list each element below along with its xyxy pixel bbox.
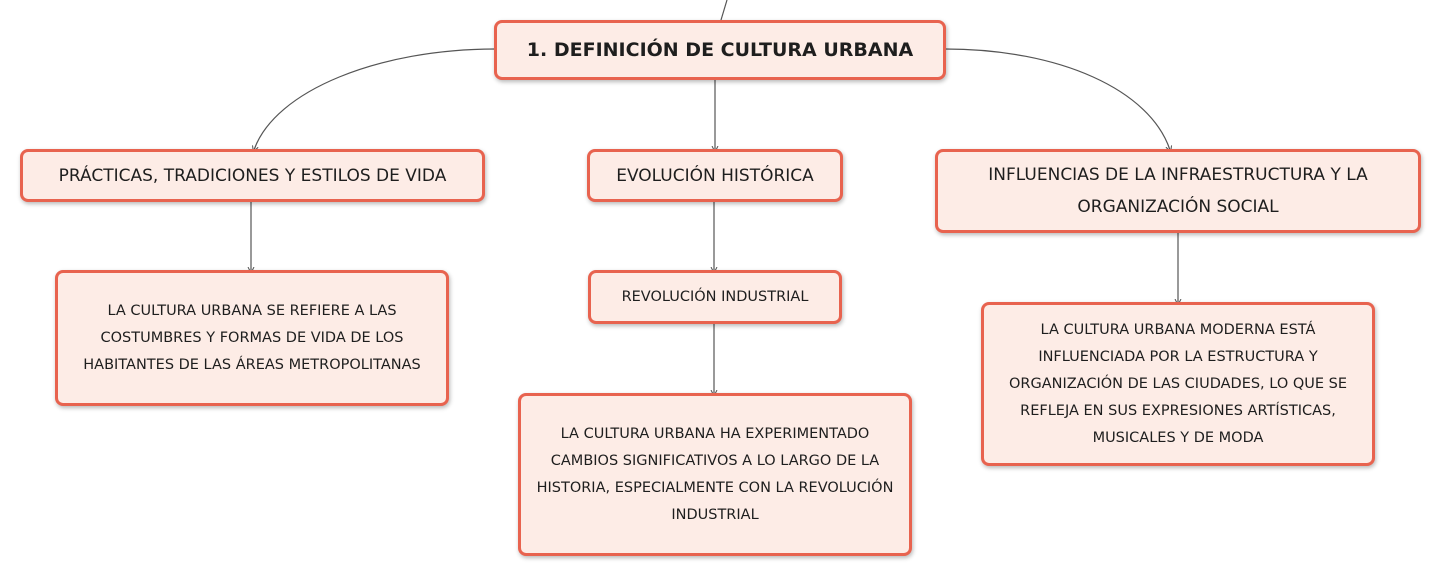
branch-practicas-label: PRÁCTICAS, TRADICIONES Y ESTILOS DE VIDA (58, 165, 447, 186)
branch-evolucion-label: EVOLUCIÓN HISTÓRICA (616, 165, 814, 186)
leaf-influencias[interactable]: LA CULTURA URBANA MODERNA ESTÁ INFLUENCI… (981, 302, 1375, 466)
leaf-evolucion-detalle[interactable]: LA CULTURA URBANA HA EXPERIMENTADO CAMBI… (518, 393, 912, 556)
leaf-influencias-label: LA CULTURA URBANA MODERNA ESTÁ INFLUENCI… (1008, 321, 1348, 446)
connector-root-to-influencias (944, 48, 1170, 150)
leaf-revolucion-industrial-label: REVOLUCIÓN INDUSTRIAL (621, 288, 809, 305)
branch-practicas[interactable]: PRÁCTICAS, TRADICIONES Y ESTILOS DE VIDA (20, 149, 485, 202)
root-node-label: 1. DEFINICIÓN DE CULTURA URBANA (526, 39, 914, 61)
leaf-evolucion-detalle-label: LA CULTURA URBANA HA EXPERIMENTADO CAMBI… (536, 425, 894, 523)
leaf-revolucion-industrial[interactable]: REVOLUCIÓN INDUSTRIAL (588, 270, 842, 324)
branch-influencias-label: INFLUENCIAS DE LA INFRAESTRUCTURA Y LA O… (988, 165, 1368, 217)
leaf-practicas[interactable]: LA CULTURA URBANA SE REFIERE A LAS COSTU… (55, 270, 449, 406)
connector-incoming (720, 0, 728, 21)
root-node[interactable]: 1. DEFINICIÓN DE CULTURA URBANA (494, 20, 946, 80)
branch-evolucion[interactable]: EVOLUCIÓN HISTÓRICA (587, 149, 843, 202)
leaf-practicas-label: LA CULTURA URBANA SE REFIERE A LAS COSTU… (83, 302, 421, 373)
connector-root-to-practicas (254, 48, 496, 150)
branch-influencias[interactable]: INFLUENCIAS DE LA INFRAESTRUCTURA Y LA O… (935, 149, 1421, 233)
